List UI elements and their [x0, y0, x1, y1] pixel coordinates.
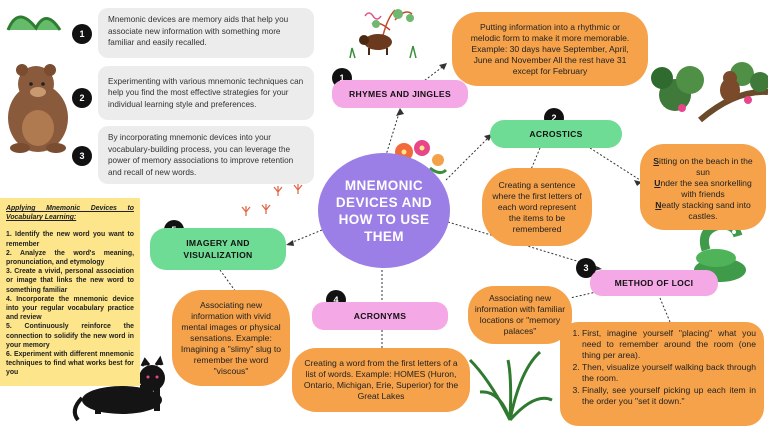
vocabulary-steps-box: Applying Mnemonic Devices to Vocabulary …	[0, 198, 140, 386]
vocabulary-step-3: 3. Create a vivid, personal association …	[6, 268, 134, 294]
loci-number: 3	[576, 258, 596, 278]
flowers-illustration	[392, 140, 448, 175]
acrostic-line-u: Under the sea snorkelling with friends	[654, 178, 752, 199]
vocabulary-step-6: 6. Experiment with different mnemonic te…	[6, 351, 134, 377]
intro-text-1: Mnemonic devices are memory aids that he…	[98, 8, 314, 58]
acrostics-label: ACROSTICS	[490, 120, 622, 148]
intro-text-3: By incorporating mnemonic devices into y…	[98, 126, 314, 184]
acrostics-description: Creating a sentence where the first lett…	[482, 168, 592, 246]
vocabulary-title: Applying Mnemonic Devices to Vocabulary …	[6, 205, 134, 222]
rhymes-label: RHYMES AND JINGLES	[332, 80, 468, 108]
loci-step-3: Finally, see yourself picking up each it…	[582, 385, 756, 407]
intro-text-2: Experimenting with various mnemonic tech…	[98, 66, 314, 120]
vocabulary-step-4: 4. Incorporate the mnemonic device into …	[6, 295, 134, 322]
connector-loci	[447, 221, 601, 269]
arrow-loci	[594, 265, 602, 271]
imagery-label: IMAGERY AND VISUALIZATION	[150, 228, 286, 270]
arrow-rhymes	[396, 108, 404, 116]
panther-illustration	[72, 355, 165, 422]
loci-description: Associating new information with familia…	[468, 286, 572, 344]
acronyms-label: ACRONYMS	[312, 302, 448, 330]
loci-label: METHOD OF LOCI	[590, 270, 718, 296]
monkey-illustration	[651, 62, 768, 123]
connector-loci-steps	[659, 297, 671, 323]
acrostic-line-n: Neatly stacking sand into castles.	[655, 200, 751, 221]
intro-number-1: 1	[72, 24, 92, 44]
rhymes-description: Putting information into a rhythmic or m…	[452, 12, 648, 86]
connector-rhymes-desc	[411, 64, 446, 91]
vocabulary-step-1: 1. Identify the new word you want to rem…	[6, 231, 134, 248]
bird-tracks-illustration	[241, 184, 303, 216]
palm-illustration	[468, 350, 553, 421]
center-title: MNEMONIC DEVICES AND HOW TO USE THEM	[318, 153, 450, 268]
loci-steps: First, imagine yourself "placing" what y…	[560, 322, 764, 426]
loci-step-2: Then, visualize yourself walking back th…	[582, 362, 756, 384]
loci-step-1: First, imagine yourself "placing" what y…	[582, 328, 756, 361]
arrow-rhymes-desc	[439, 63, 447, 70]
connector-imagery-desc	[219, 269, 237, 293]
acrostics-example: Sitting on the beach in the sun Under th…	[640, 144, 766, 230]
intro-number-2: 2	[72, 88, 92, 108]
vocabulary-step-2: 2. Analyze the word's meaning, pronuncia…	[6, 249, 134, 267]
bison-illustration	[349, 9, 417, 59]
acrostic-line-s: Sitting on the beach in the sun	[653, 156, 753, 177]
arrow-imagery	[286, 240, 294, 246]
intro-number-3: 3	[72, 146, 92, 166]
connector-acrostics-example	[589, 147, 641, 181]
bear-illustration	[6, 15, 68, 153]
vocabulary-step-5: 5. Continuously reinforce the connection…	[6, 323, 134, 349]
imagery-description: Associating new information with vivid m…	[172, 290, 290, 386]
acronyms-description: Creating a word from the first letters o…	[292, 348, 470, 412]
